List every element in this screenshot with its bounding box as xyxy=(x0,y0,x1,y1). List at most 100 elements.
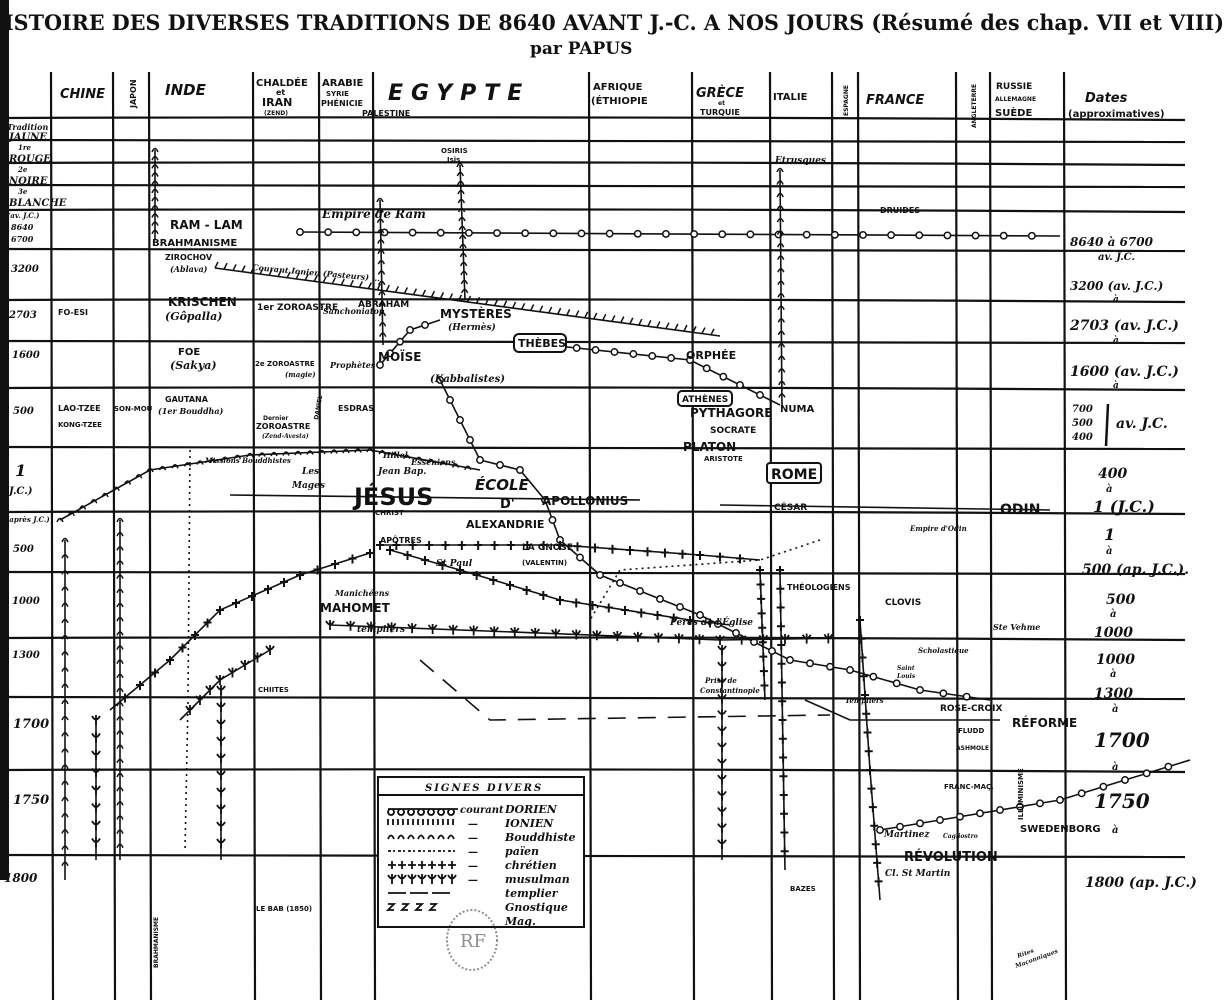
musulman-mark xyxy=(366,621,376,632)
label-gautana: GAUTANA xyxy=(165,395,209,404)
label-chiites: CHIITES xyxy=(258,686,289,694)
musulman-mark xyxy=(717,693,727,704)
legend-label: Mag. xyxy=(504,915,536,928)
ionien-mark xyxy=(349,279,354,287)
date-range: 3200 (av. J.C.) xyxy=(1070,279,1163,293)
date-range: 1800 (ap. J.C.) xyxy=(1085,875,1197,891)
row-divider xyxy=(4,636,1186,642)
label-dernier: Dernier xyxy=(263,415,288,422)
header-syrie: SYRIE xyxy=(326,90,349,98)
label-valentin: (VALENTIN) xyxy=(522,559,567,567)
label-ecole: ÉCOLE xyxy=(475,475,530,494)
bouddhiste-mark xyxy=(460,270,468,276)
label-esdras: ESDRAS xyxy=(338,404,374,413)
date-range: av. J.C. xyxy=(1116,416,1168,432)
row-label: 1750 xyxy=(13,793,49,808)
dorien-mark xyxy=(887,231,896,240)
bouddhiste-mark xyxy=(776,192,784,198)
bouddhiste-mark xyxy=(123,480,132,485)
chretien-mark xyxy=(591,543,599,553)
label-foe: FOE xyxy=(178,347,200,358)
circles-legend-symbol xyxy=(387,808,458,816)
label-peres: Pères de l'Église xyxy=(669,616,753,628)
dorien-mark xyxy=(548,516,557,524)
label-manicheens: Manichéens xyxy=(334,588,390,598)
dorien-mark xyxy=(859,231,867,239)
musulman-mark xyxy=(717,741,727,752)
bouddhiste-mark xyxy=(464,465,472,471)
bouddhiste-mark xyxy=(116,758,124,764)
bouddhiste-mark xyxy=(56,517,64,523)
bouddhiste-mark xyxy=(116,560,124,565)
bouddhiste-mark xyxy=(457,207,466,213)
dorien-mark xyxy=(786,656,794,664)
chretien-mark xyxy=(779,791,788,800)
chretien-mark xyxy=(863,728,872,738)
ionien-mark xyxy=(250,266,255,274)
bouddhiste-mark xyxy=(61,570,69,575)
row-divider xyxy=(4,339,1186,345)
date-range: 1000 xyxy=(1096,652,1135,668)
label-gopalla: (Gôpalla) xyxy=(165,310,222,323)
label-bazes: BAZES xyxy=(790,885,816,893)
musulman-mark xyxy=(717,645,727,655)
row-label: 8640 xyxy=(11,222,34,232)
legend-item: Gnostique xyxy=(385,901,568,914)
column-divider xyxy=(1062,71,1068,1000)
header-france: FRANCE xyxy=(866,93,924,108)
row-label: NOIRE xyxy=(8,176,48,187)
dorien-mark xyxy=(718,230,727,239)
ionien-mark xyxy=(547,306,553,314)
label-ashmole: ASHMOLE xyxy=(956,745,989,752)
dorien-mark xyxy=(869,672,878,681)
hatch-legend-symbol xyxy=(387,819,454,825)
ionien-mark xyxy=(394,285,400,293)
chretien-mark xyxy=(556,596,564,605)
musulman-mark xyxy=(489,626,499,637)
bouddhiste-mark xyxy=(61,553,69,559)
dorien-mark xyxy=(830,230,839,239)
musulman-mark xyxy=(216,736,226,746)
bouddhiste-mark xyxy=(116,687,124,693)
crosses-legend-symbol xyxy=(388,861,456,869)
bouddhiste-mark xyxy=(61,748,69,753)
legend-frame xyxy=(377,776,585,928)
chretien-mark xyxy=(862,709,871,719)
bouddhiste-mark xyxy=(61,634,69,640)
ionien-mark xyxy=(313,275,318,282)
bouddhiste-mark xyxy=(116,588,124,594)
header-zend: (ZEND) xyxy=(264,110,288,117)
dorien-mark xyxy=(466,436,474,444)
chretien-mark xyxy=(203,618,212,628)
bouddhiste-mark xyxy=(377,259,385,265)
date-range: à xyxy=(1106,546,1112,557)
musulman-mark xyxy=(717,790,727,801)
header-chaldee: CHALDÉE xyxy=(256,76,308,89)
musulman-mark xyxy=(448,624,458,635)
label-hermes: (Hermès) xyxy=(448,322,496,333)
musulman-mark xyxy=(91,820,101,830)
bouddhiste-mark xyxy=(151,205,159,210)
musulman-mark xyxy=(717,806,727,817)
dorien-mark xyxy=(943,231,952,240)
bouddhiste-mark xyxy=(101,492,109,498)
label-magie: (magie) xyxy=(285,370,316,379)
row-label: 1800 xyxy=(4,871,38,885)
musulman-mark xyxy=(216,804,226,814)
bouddhiste-mark xyxy=(135,474,143,479)
row-divider xyxy=(4,138,1186,144)
chretien-mark xyxy=(669,613,678,623)
bouddhiste-mark xyxy=(61,796,69,802)
musulman-mark xyxy=(633,631,643,642)
chretien-mark xyxy=(386,546,394,555)
chretien-mark xyxy=(696,551,704,560)
legend-item: —Bouddhiste xyxy=(387,831,575,844)
chretien-mark xyxy=(348,554,357,564)
musulman-mark xyxy=(227,667,238,678)
column-divider xyxy=(768,71,774,1000)
bouddhiste-mark xyxy=(221,456,229,462)
bouddhiste-mark xyxy=(776,242,785,248)
musulman-mark xyxy=(91,767,101,778)
bouddhiste-mark xyxy=(439,461,448,466)
row-label: 3200 xyxy=(11,264,39,275)
